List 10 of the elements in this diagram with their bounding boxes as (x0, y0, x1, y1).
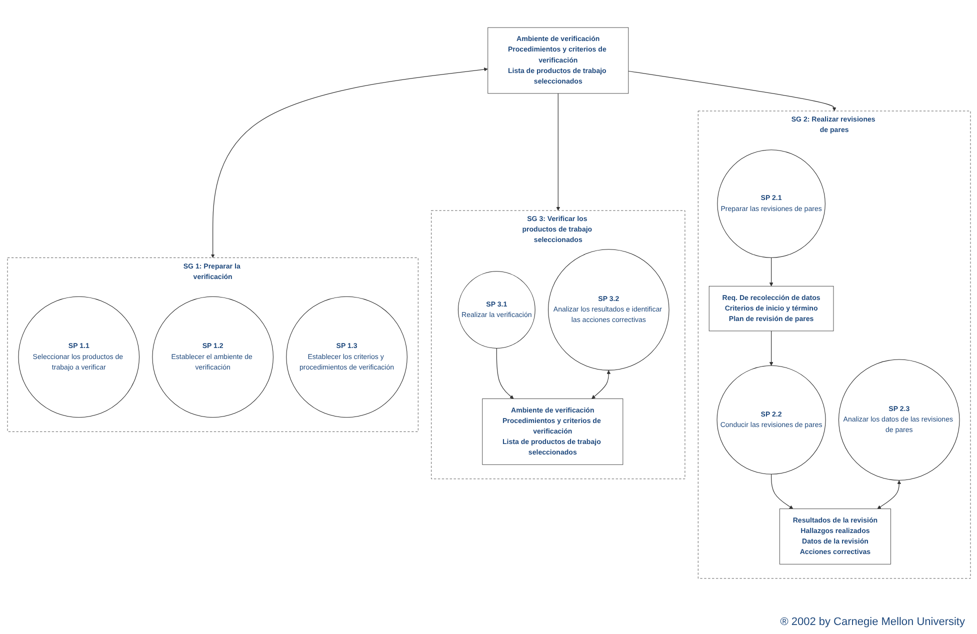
arrow (210, 67, 488, 258)
arrow (768, 330, 773, 366)
copyright-note: ® 2002 by Carnegie Mellon University (780, 616, 965, 628)
arrow (556, 92, 560, 210)
arrow (876, 480, 901, 508)
arrow (770, 473, 793, 508)
arrow (496, 347, 514, 398)
arrow (591, 370, 610, 398)
arrow (768, 256, 773, 286)
arrow (628, 70, 836, 111)
